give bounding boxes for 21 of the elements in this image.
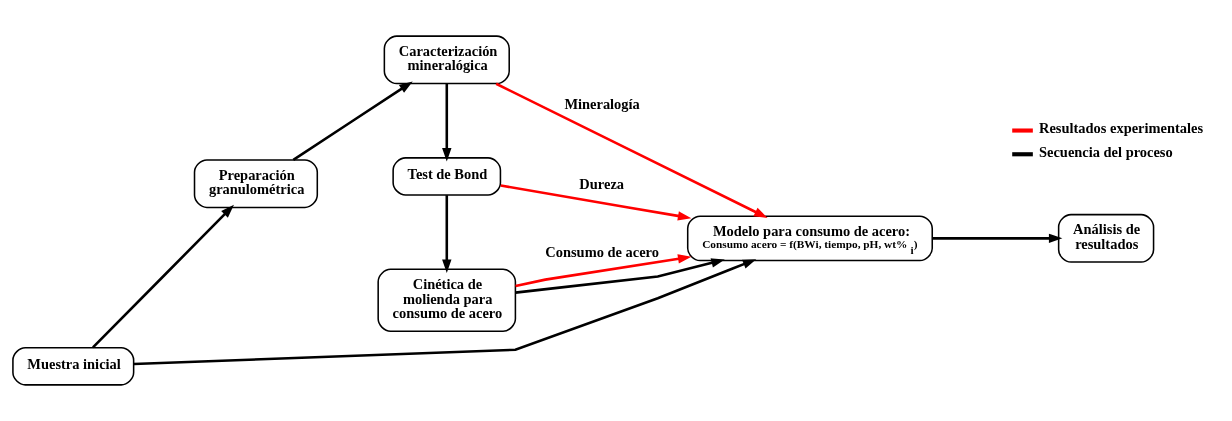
arrow — [932, 233, 1063, 244]
legend-label: Secuencia del proceso — [1039, 144, 1173, 161]
node-box: Caracterización mineralógica — [383, 35, 510, 85]
arrow — [500, 184, 692, 221]
node-box: Análisis de resultados — [1057, 213, 1155, 263]
edge-label: Mineralogía — [564, 95, 640, 112]
node-box: Cinética de molienda para consumo de acero — [377, 268, 517, 332]
arrow — [92, 204, 234, 349]
node-box: Muestra inicial — [12, 346, 135, 386]
arrow — [495, 82, 768, 218]
arrow — [442, 83, 452, 162]
arrow — [442, 195, 452, 273]
arrow — [133, 259, 757, 366]
arrow — [515, 258, 725, 294]
legend-label: Resultados experimentales — [1039, 120, 1204, 137]
node-box: Preparación granulométrica — [193, 159, 319, 209]
arrow — [515, 254, 692, 288]
node-box: Test de Bond — [392, 157, 502, 196]
edge-label: Consumo de acero — [545, 244, 659, 261]
arrow — [292, 81, 413, 161]
edge-label: Dureza — [579, 176, 625, 193]
